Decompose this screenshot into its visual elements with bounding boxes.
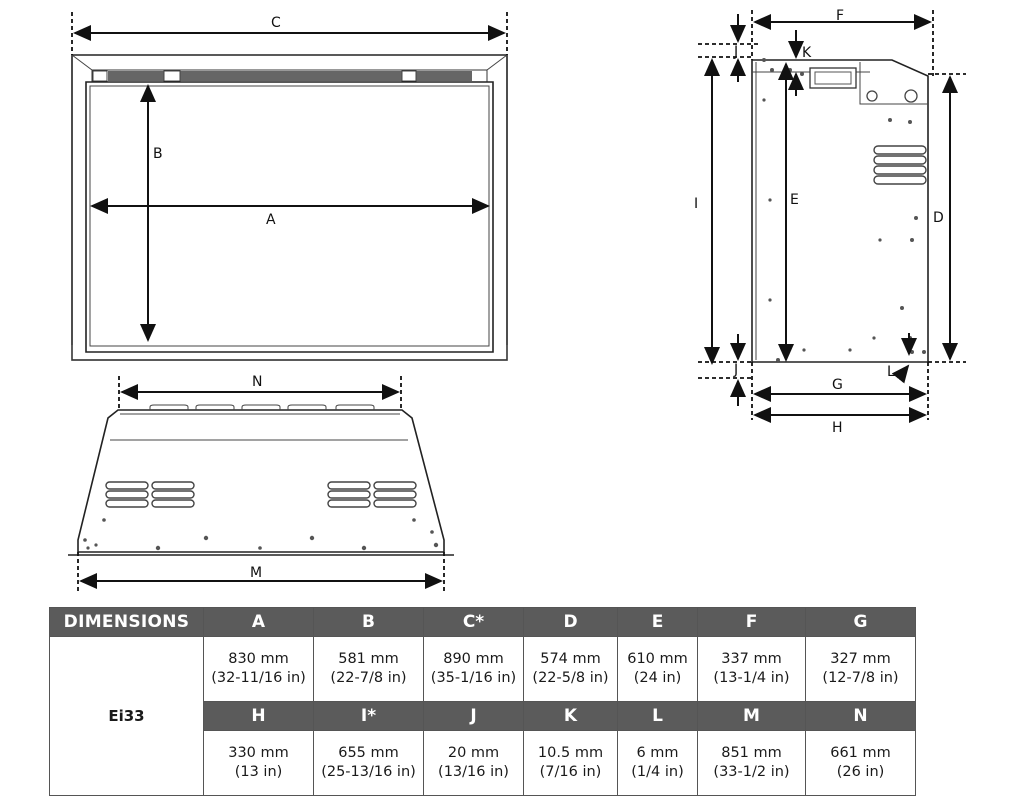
label-K: K — [802, 45, 812, 61]
label-N: N — [252, 374, 262, 390]
col-header: H — [203, 701, 314, 731]
dimension-drawings: C B A — [68, 8, 966, 593]
label-E: E — [790, 192, 799, 208]
col-header: L — [617, 701, 698, 731]
label-H: H — [832, 420, 843, 436]
label-F: F — [836, 8, 844, 24]
table-cell: 890 mm(35-1/16 in) — [423, 636, 524, 702]
table-cell: 10.5 mm(7/16 in) — [523, 730, 618, 796]
label-B: B — [153, 146, 163, 162]
table-value-row-1: Ei33 830 mm(32-11/16 in) 581 mm(22-7/8 i… — [49, 636, 916, 796]
col-header: I* — [313, 701, 424, 731]
front-view: C B A — [71, 12, 508, 361]
table-cell: 830 mm(32-11/16 in) — [203, 636, 314, 702]
label-J-top: J — [733, 44, 738, 60]
table-cell: 574 mm(22-5/8 in) — [523, 636, 618, 702]
side-view: F J I K E D J L G H — [694, 8, 966, 436]
col-header: E — [617, 607, 698, 637]
table-cell: 581 mm(22-7/8 in) — [313, 636, 424, 702]
table-cell: 327 mm(12-7/8 in) — [805, 636, 916, 702]
top-view: N M — [68, 374, 454, 593]
table-cell: 330 mm(13 in) — [203, 730, 314, 796]
label-M: M — [250, 565, 262, 581]
col-header: G — [805, 607, 916, 637]
table-header-row-2: H I* J K L M N — [50, 701, 916, 731]
col-header: B — [313, 607, 424, 637]
table-header-row-1: DIMENSIONS A B C* D E F G — [49, 607, 916, 637]
label-A: A — [266, 212, 276, 228]
table-cell: 20 mm(13/16 in) — [423, 730, 524, 796]
table-cell: 610 mm(24 in) — [617, 636, 698, 702]
col-header: K — [523, 701, 618, 731]
label-G: G — [832, 377, 843, 393]
col-header: J — [423, 701, 524, 731]
table-value-row-2: 330 mm(13 in) 655 mm(25-13/16 in) 20 mm(… — [50, 730, 916, 796]
table-title: DIMENSIONS — [49, 607, 204, 637]
table-cell: 337 mm(13-1/4 in) — [697, 636, 806, 702]
col-header: F — [697, 607, 806, 637]
label-J-bottom: J — [733, 362, 738, 378]
table-cell: 661 mm(26 in) — [805, 730, 916, 796]
col-header: D — [523, 607, 618, 637]
col-header: M — [697, 701, 806, 731]
col-header: N — [805, 701, 916, 731]
label-L: L — [887, 364, 895, 380]
dimensions-table: DIMENSIONS A B C* D E F G Ei33 830 mm(32… — [49, 607, 916, 796]
col-header: C* — [423, 607, 524, 637]
table-cell: 655 mm(25-13/16 in) — [313, 730, 424, 796]
label-D: D — [933, 210, 944, 226]
col-header: A — [203, 607, 314, 637]
table-cell: 6 mm(1/4 in) — [617, 730, 698, 796]
label-I: I — [694, 196, 698, 212]
label-C: C — [271, 15, 281, 31]
table-cell: 851 mm(33-1/2 in) — [697, 730, 806, 796]
model-name: Ei33 — [49, 636, 204, 796]
